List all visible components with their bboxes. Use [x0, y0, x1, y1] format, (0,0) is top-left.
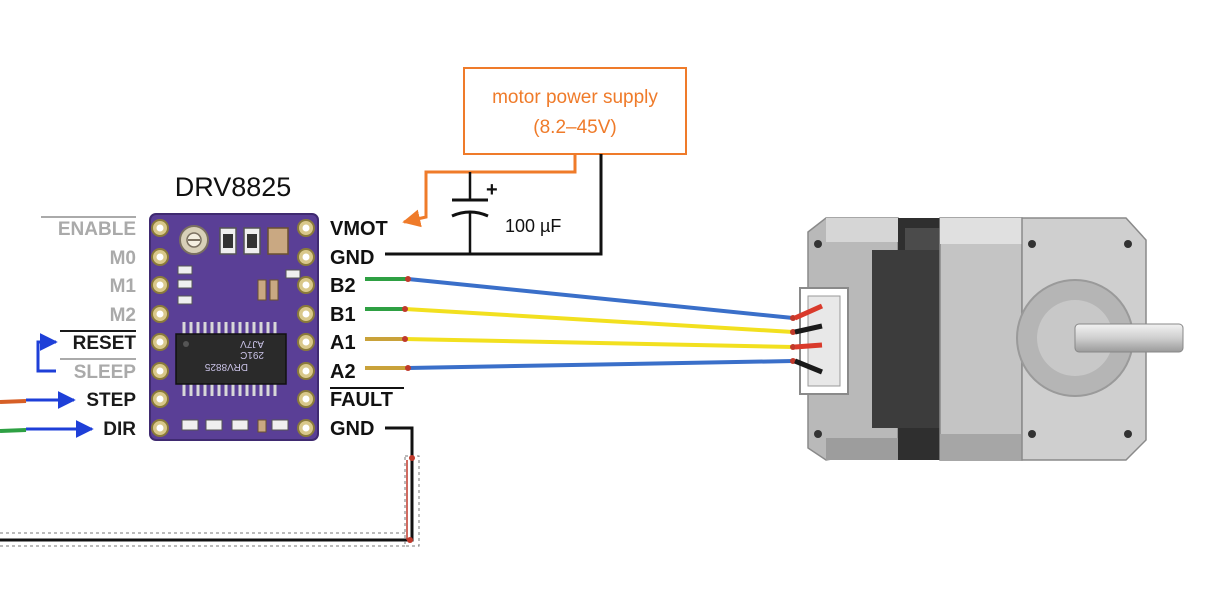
supply-positive-wire	[402, 154, 577, 228]
pin-label-a1: A1	[330, 332, 356, 354]
stepper-motor	[793, 217, 1184, 461]
pin-label-m0: M0	[110, 248, 136, 269]
motor-power-supply: motor power supply (8.2–45V)	[463, 67, 687, 155]
reset-sleep-jumper	[36, 340, 56, 373]
current-limit-potentiometer	[179, 225, 209, 255]
supply-box	[463, 67, 687, 155]
ic-marking-lot: AJ7V	[240, 338, 264, 349]
pin-label-fault: FAULT	[330, 389, 393, 411]
right-header-pads	[297, 219, 315, 437]
pin-label-gnd-top: GND	[330, 247, 374, 269]
right-pin-labels: VMOT GND B2 B1 A1 A2 FAULT GND	[330, 218, 404, 440]
pin-label-b1: B1	[330, 304, 356, 326]
pin-label-dir: DIR	[103, 419, 136, 440]
pin-label-m2: M2	[110, 305, 136, 326]
ic-marking-code: 291C	[240, 349, 264, 360]
capacitor: + 100 µF	[451, 172, 561, 254]
ic-marking-name: DRV8825	[204, 361, 248, 372]
chip-title: DRV8825	[175, 172, 292, 202]
coil-wires	[365, 276, 796, 371]
supply-ground-wire	[385, 154, 603, 256]
capacitor-label: 100 µF	[505, 216, 561, 236]
pin-label-step: STEP	[86, 390, 136, 411]
ic-pins-bottom	[182, 384, 277, 396]
dir-signal	[0, 420, 94, 438]
left-header-pads	[151, 219, 169, 437]
capacitor-polarity: +	[486, 179, 498, 201]
step-signal	[0, 391, 76, 409]
supply-voltage: (8.2–45V)	[533, 117, 616, 138]
pin-label-gnd-bottom: GND	[330, 418, 374, 440]
supply-label: motor power supply	[492, 87, 658, 108]
drv8825-board: DRV8825 291C AJ7V	[149, 213, 319, 441]
driver-ic	[175, 333, 287, 385]
pin-label-b2: B2	[330, 275, 356, 297]
pin-label-vmot: VMOT	[330, 218, 388, 240]
pin-label-m1: M1	[110, 276, 137, 297]
logic-ground-wire	[0, 426, 420, 547]
left-pin-labels: ENABLE M0 M1 M2 RESET SLEEP STEP DIR	[41, 216, 137, 440]
board-capacitor	[267, 227, 289, 255]
ic-pins-top	[182, 322, 277, 334]
pin-label-sleep: SLEEP	[74, 362, 137, 383]
pin-label-a2: A2	[330, 361, 356, 383]
pin-label-enable: ENABLE	[58, 219, 136, 240]
pin-label-reset: RESET	[73, 333, 137, 354]
motor-shaft	[1074, 323, 1184, 353]
